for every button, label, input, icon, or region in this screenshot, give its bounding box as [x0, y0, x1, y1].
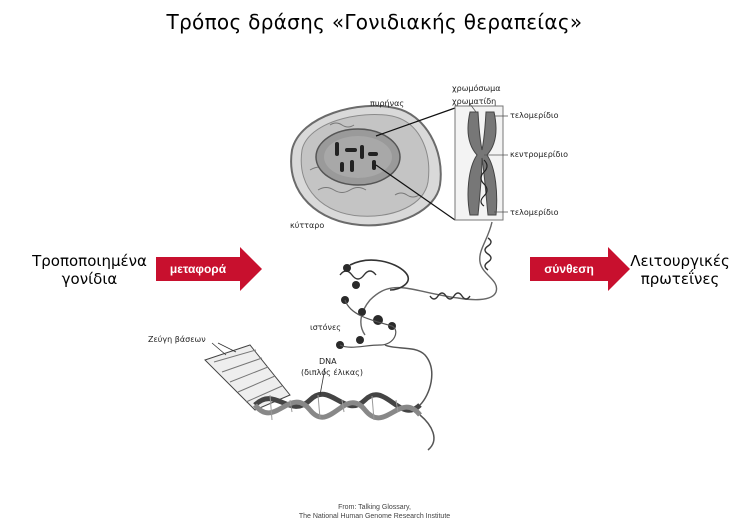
base-pairs-label: Ζεύγη βάσεων [148, 335, 206, 344]
chromosome-label: χρωμόσωμα [452, 84, 501, 93]
transfer-arrow: μεταφορά [156, 247, 262, 291]
telomere-bottom-label: τελομερίδιο [510, 208, 558, 217]
synthesis-arrow: σύνθεση [530, 247, 630, 291]
arrow-head-icon [240, 247, 262, 291]
nucleus-label: πυρήνας [370, 99, 404, 108]
credit-line-2: The National Human Genome Research Insti… [0, 512, 749, 521]
source-credit: From: Talking Glossary, The National Hum… [0, 503, 749, 521]
cell-label: κύτταρο [290, 221, 324, 230]
modified-genes-label: Τροποποιημένα γονίδια [22, 252, 157, 288]
chromatin-strand [340, 222, 497, 335]
chromatid-label: χρωματίδη [452, 97, 496, 106]
synthesis-arrow-label: σύνθεση [530, 257, 608, 281]
double-helix-label: (διπλός έλικας) [301, 368, 363, 377]
telomere-top-label: τελομερίδιο [510, 111, 558, 120]
chromosome-panel [455, 104, 508, 220]
functional-proteins-label: Λειτουργικές πρωτεΐνες [620, 252, 740, 288]
credit-line-1: From: Talking Glossary, [0, 503, 749, 512]
histones-label: ιστόνες [310, 323, 341, 332]
transfer-arrow-label: μεταφορά [156, 257, 240, 281]
cell-graphic [291, 106, 441, 225]
dna-label: DNA [319, 357, 337, 366]
centromere-label: κεντρομερίδιο [510, 150, 568, 159]
